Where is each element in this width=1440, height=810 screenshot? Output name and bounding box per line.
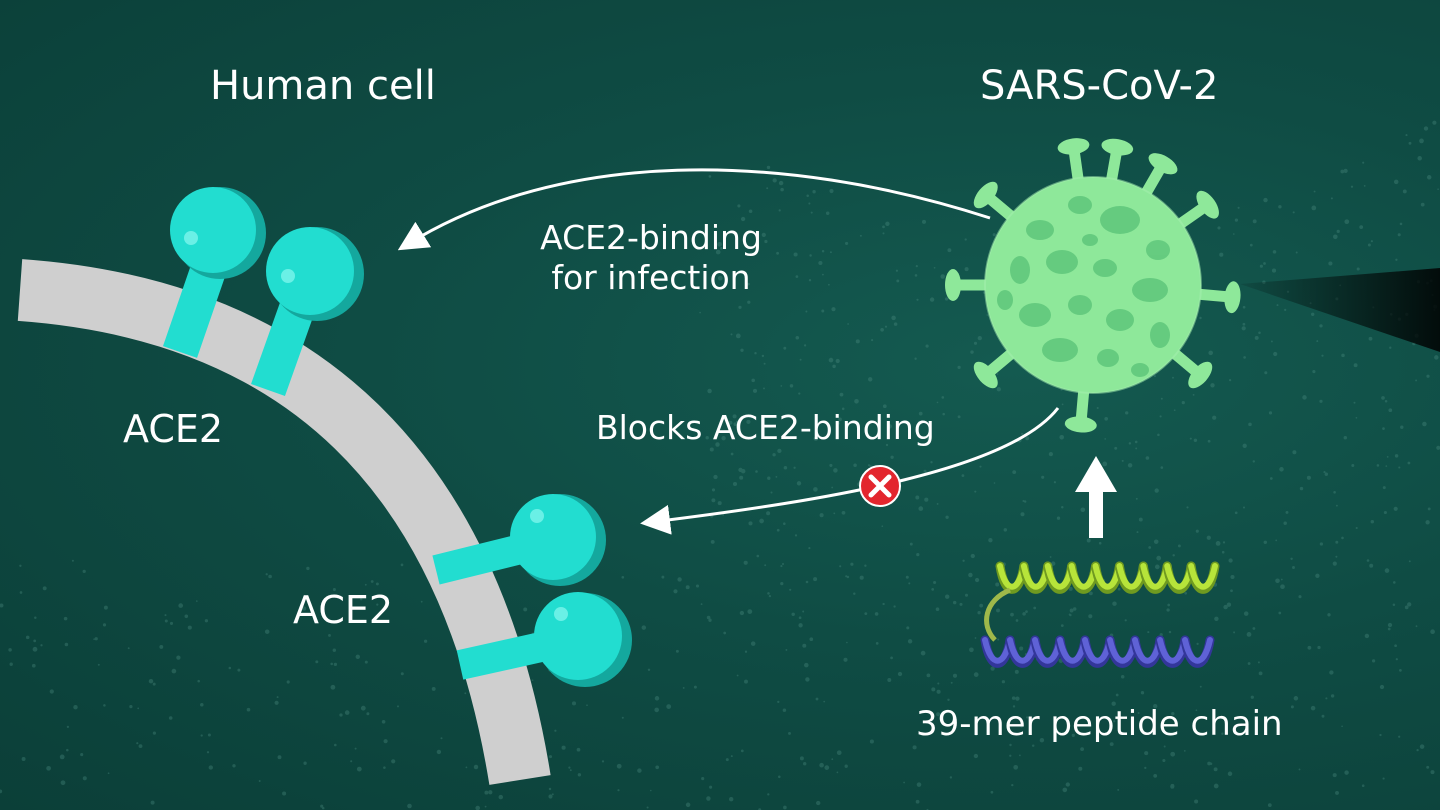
ace2-receptor [456,592,632,687]
blocked-arrow-label: Blocks ACE2-binding [596,408,935,447]
ace2-receptor [251,227,364,397]
binding-arrow [397,168,991,251]
binding-arrow-label: ACE2-binding for infection [526,218,776,297]
ace2-label-upper: ACE2 [123,407,224,451]
ace2-receptor [432,494,606,586]
up-arrow-icon [1075,456,1117,538]
binding-arrow-label-line1: ACE2-binding [540,218,762,257]
peptide-label: 39-mer peptide chain [916,704,1283,744]
binding-arrow-label-line2: for infection [551,257,751,297]
ace2-receptor [162,187,266,358]
blocked-arrow [640,407,1060,535]
virus-label: SARS-CoV-2 [980,63,1219,109]
human-cell-label: Human cell [210,63,436,109]
zoom-beam [1240,268,1440,352]
ace2-label-lower: ACE2 [293,588,394,632]
virus-particle [945,138,1241,433]
peptide-structure [980,561,1220,668]
x-circle-icon [859,465,901,507]
